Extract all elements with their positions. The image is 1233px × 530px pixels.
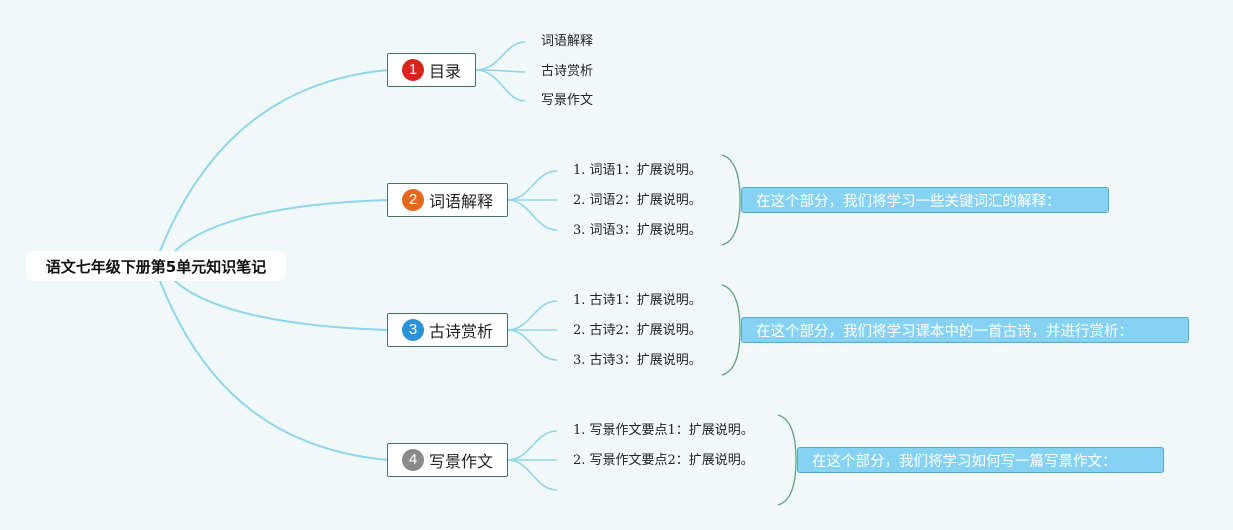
connector-branch-2-leaf-3 — [507, 199, 558, 231]
branch-vocabulary[interactable]: 2 词语解释 — [387, 183, 508, 217]
leaf-item[interactable]: 2. 古诗2：扩展说明。 — [573, 323, 702, 338]
branch-label: 目录 — [429, 62, 462, 81]
connector-root-branch-2 — [174, 199, 389, 252]
branch-poetry[interactable]: 3 古诗赏析 — [387, 313, 508, 347]
connector-branch-1-leaf-3 — [475, 69, 526, 102]
note-callout[interactable]: 在这个部分，我们将学习课本中的一首古诗，并进行赏析： — [741, 317, 1189, 343]
leaf-item[interactable]: 3. 古诗3：扩展说明。 — [573, 353, 702, 368]
leaf-item[interactable]: 1. 古诗1：扩展说明。 — [573, 293, 702, 308]
central-topic[interactable]: 语文七年级下册第5单元知识笔记 — [26, 251, 286, 281]
connector-root-branch-1 — [159, 69, 389, 252]
leaf-item[interactable]: 3. 词语3：扩展说明。 — [573, 223, 702, 238]
branch-scenery-writing[interactable]: 4 写景作文 — [387, 443, 508, 477]
branch-label: 词语解释 — [429, 192, 494, 211]
number-badge-3: 3 — [402, 319, 424, 341]
number-badge-2: 2 — [402, 189, 424, 211]
connector-branch-3-leaf-1 — [507, 300, 558, 331]
leaf-item[interactable]: 古诗赏析 — [541, 64, 594, 79]
leaf-item[interactable]: 词语解释 — [541, 34, 594, 49]
leaf-item[interactable]: 2. 词语2：扩展说明。 — [573, 193, 702, 208]
leaf-item[interactable]: 2. 写景作文要点2：扩展说明。 — [573, 453, 754, 468]
branch-table-of-contents[interactable]: 1 目录 — [387, 53, 476, 87]
connector-branch-3-leaf-3 — [507, 329, 558, 361]
connector-branch-4-leaf-1 — [507, 430, 558, 461]
leaf-item[interactable]: 1. 词语1：扩展说明。 — [573, 163, 702, 178]
connector-branch-2-leaf-1 — [507, 170, 558, 201]
brace-branch-4 — [777, 414, 797, 506]
number-badge-1: 1 — [402, 59, 424, 81]
number-badge-4: 4 — [402, 449, 424, 471]
brace-branch-3 — [721, 284, 741, 376]
branch-label: 古诗赏析 — [429, 322, 494, 341]
note-callout[interactable]: 在这个部分，我们将学习如何写一篇写景作文： — [797, 447, 1164, 473]
connector-root-branch-3 — [174, 280, 389, 331]
note-callout[interactable]: 在这个部分，我们将学习一些关键词汇的解释： — [741, 187, 1109, 213]
brace-branch-2 — [721, 154, 741, 246]
branch-label: 写景作文 — [429, 452, 494, 471]
connector-root-branch-4 — [159, 280, 389, 461]
leaf-item[interactable]: 写景作文 — [541, 93, 594, 108]
connector-branch-1-leaf-1 — [475, 41, 526, 71]
leaf-item[interactable]: 1. 写景作文要点1：扩展说明。 — [573, 423, 754, 438]
connector-branch-4-leaf-3 — [507, 459, 558, 491]
